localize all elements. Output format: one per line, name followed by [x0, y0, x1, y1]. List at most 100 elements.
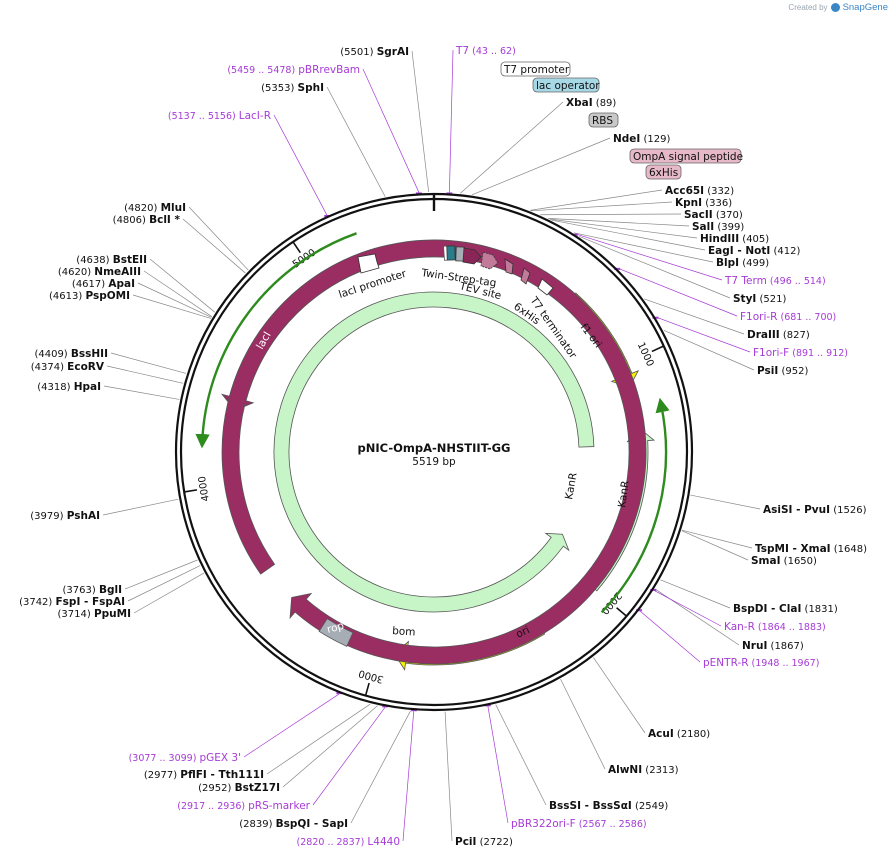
site-label[interactable]: (4374) EcoRV	[31, 361, 105, 373]
site-label[interactable]: (4820) MluI	[124, 202, 186, 214]
leader-line	[103, 385, 180, 400]
site-label[interactable]: (2952) BstZ17I	[198, 782, 280, 794]
leader-line	[132, 294, 212, 319]
leader-line	[531, 201, 673, 212]
primer-label[interactable]: T7 (43 .. 62)	[455, 45, 516, 57]
feature-cluster-near-origin	[357, 245, 554, 296]
kanr-arrow-1[interactable]	[273, 291, 595, 613]
leader-line	[560, 678, 606, 770]
leader-line	[653, 590, 722, 627]
site-label[interactable]: NdeI (129)	[613, 133, 671, 145]
leader-line	[487, 706, 509, 824]
leader-line	[266, 703, 371, 775]
leader-line	[133, 572, 205, 614]
bom-box[interactable]	[318, 618, 354, 647]
leader-line	[137, 282, 212, 318]
laci-promoter-glyph[interactable]	[357, 253, 380, 274]
site-label[interactable]: (3979) PshAI	[30, 510, 100, 522]
site-label[interactable]: (3714) PpuMI	[58, 608, 131, 620]
primer-label[interactable]: (5137 .. 5156) LacI-R	[168, 110, 271, 122]
site-label[interactable]: (3742) FspI - FspAI	[19, 596, 125, 608]
site-label[interactable]: (4617) ApaI	[72, 278, 135, 290]
leader-line	[449, 49, 454, 193]
box-ompa-label: OmpA signal peptide	[633, 151, 743, 163]
lac-operator-glyph[interactable]	[446, 245, 456, 261]
site-label[interactable]: StyI (521)	[733, 293, 787, 305]
tev-site-glyph[interactable]	[504, 258, 514, 275]
site-label[interactable]: (3763) BglI	[63, 584, 122, 596]
site-label[interactable]: SalI (399)	[692, 221, 744, 233]
site-label[interactable]: EagI - NotI (412)	[708, 245, 800, 257]
site-label[interactable]: (4318) HpaI	[37, 381, 101, 393]
primer-label[interactable]: (3077 .. 3099) pGEX 3'	[129, 752, 241, 764]
leader-line	[495, 704, 547, 806]
primer-label[interactable]: Kan-R (1864 .. 1883)	[724, 621, 826, 633]
site-label[interactable]: BspDI - ClaI (1831)	[733, 603, 838, 615]
snapgene-logo-icon	[830, 3, 840, 12]
site-label[interactable]: (5501) SgrAI	[340, 46, 409, 58]
box-ompa-signal-peptide[interactable]	[629, 148, 742, 164]
ompa-signal-peptide-glyph[interactable]	[462, 247, 482, 265]
leader-line	[127, 565, 201, 602]
site-label[interactable]: AlwNI (2313)	[608, 764, 679, 776]
site-label[interactable]: (4806) BclI *	[113, 214, 181, 226]
tick-mark	[292, 241, 301, 254]
site-label[interactable]: AsiSI - PvuI (1526)	[763, 504, 867, 516]
site-label[interactable]: SacII (370)	[684, 209, 743, 221]
site-label[interactable]: KpnI (336)	[675, 197, 732, 209]
primer-label[interactable]: F1ori-R (681 .. 700)	[740, 311, 836, 323]
site-label[interactable]: PciI (2722)	[455, 836, 513, 848]
leader-line	[444, 711, 453, 842]
leader-line	[681, 530, 749, 561]
site-label[interactable]: AcuI (2180)	[648, 728, 710, 740]
rop-arrow[interactable]	[221, 239, 647, 665]
site-label[interactable]: HindIII (405)	[700, 233, 769, 245]
primer-label[interactable]: F1ori-F (891 .. 912)	[753, 347, 848, 359]
leader-line	[593, 657, 646, 734]
leader-line	[617, 267, 738, 317]
site-label[interactable]: BssSI - BssSαI (2549)	[549, 800, 668, 812]
leader-line	[656, 316, 751, 353]
orf-arc-laci	[195, 232, 357, 449]
primer-label[interactable]: (2917 .. 2936) pRS-marker	[177, 800, 310, 812]
site-label[interactable]: TspMI - XmaI (1648)	[755, 543, 867, 555]
leader-line	[548, 218, 690, 227]
site-label[interactable]: (2839) BspQI - SapI	[239, 818, 348, 830]
box-6xhis[interactable]	[645, 164, 682, 180]
leader-line	[326, 86, 386, 197]
site-label[interactable]: BlpI (499)	[716, 257, 769, 269]
tick-mark	[616, 607, 628, 617]
primer-label[interactable]: T7 Term (496 .. 514)	[724, 275, 826, 287]
site-label[interactable]: (5353) SphI	[261, 82, 324, 94]
tick-label: 3000	[357, 667, 384, 684]
site-label[interactable]: (2977) PflFI - Tth111I	[144, 769, 264, 781]
t7-terminator-glyph[interactable]	[537, 278, 554, 296]
label-ori: ori	[514, 624, 531, 641]
site-label[interactable]: (4613) PspOMI	[49, 290, 130, 302]
site-label[interactable]: Acc65I (332)	[665, 185, 734, 197]
site-label[interactable]: PsiI (952)	[757, 365, 808, 377]
box-lac-operator[interactable]	[532, 77, 600, 93]
primer-label[interactable]: pBR322ori-F (2567 .. 2586)	[511, 818, 647, 830]
snapgene-watermark: Created by SnapGene	[788, 2, 888, 13]
primer-label[interactable]: (5459 .. 5478) pBRrevBam	[227, 64, 360, 76]
leader-line	[573, 232, 714, 263]
leader-line	[579, 236, 731, 299]
box-rbs[interactable]	[588, 112, 619, 128]
site-label[interactable]: (4638) BstEII	[76, 254, 147, 266]
primer-label[interactable]: (2820 .. 2837) L4440	[297, 836, 400, 848]
site-label[interactable]: (4409) BssHII	[34, 348, 108, 360]
site-label[interactable]: (4620) NmeAIII	[58, 266, 141, 278]
site-label[interactable]: NruI (1867)	[742, 640, 804, 652]
sixhis-glyph[interactable]	[520, 267, 531, 285]
site-label[interactable]: SmaI (1650)	[751, 555, 817, 567]
leader-line	[182, 218, 246, 274]
leader-line	[188, 206, 249, 271]
site-label[interactable]: XbaI (89)	[566, 97, 616, 109]
site-label[interactable]: DraIII (827)	[747, 329, 810, 341]
box-t7-promoter[interactable]	[500, 61, 571, 77]
leader-line	[471, 137, 611, 196]
primer-label[interactable]: pENTR-R (1948 .. 1967)	[703, 657, 819, 669]
twin-strep-tag-glyph[interactable]	[480, 251, 499, 270]
